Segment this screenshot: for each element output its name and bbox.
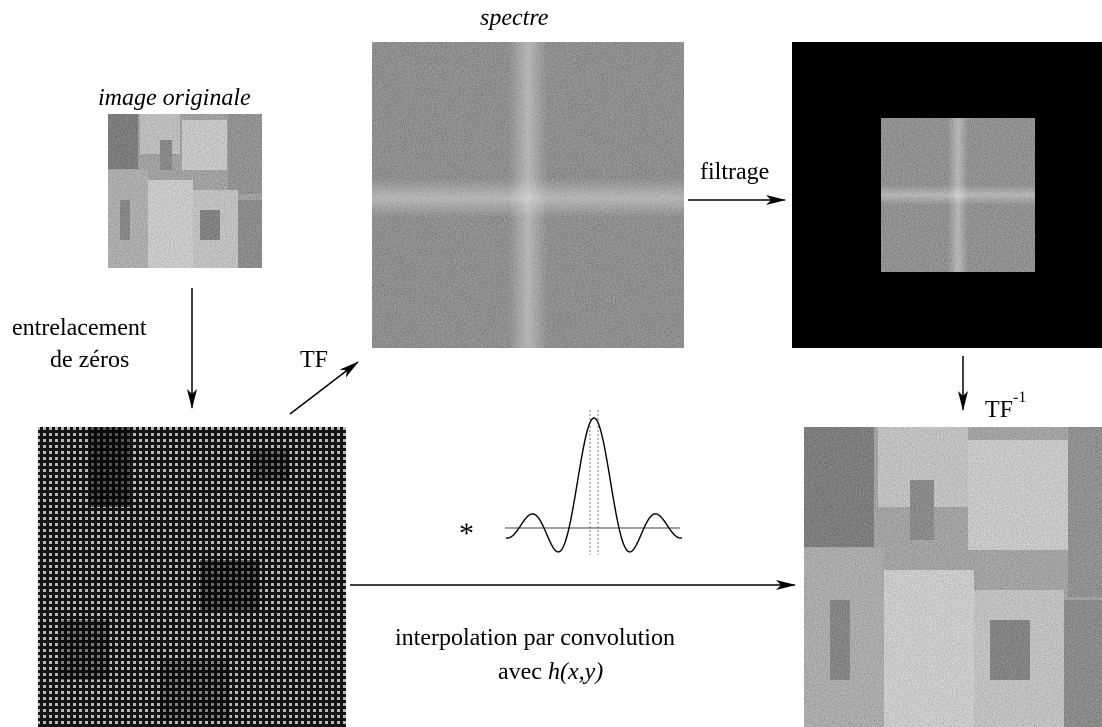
label-tf-inverse-base: TF	[985, 397, 1014, 423]
sinc-kernel-icon	[505, 410, 683, 555]
label-tf-inverse: TF-1	[985, 389, 1027, 424]
interpolated-city-image	[804, 427, 1102, 727]
label-interpolation-avec: avec h(x,y)	[498, 658, 603, 686]
label-tf: TF	[300, 347, 329, 373]
arrow-tf	[289, 361, 359, 415]
filtered-spectrum-image	[792, 42, 1102, 348]
label-filtrage: filtrage	[700, 159, 770, 185]
label-de-zeros: de zéros	[50, 347, 130, 373]
label-spectre: spectre	[480, 5, 549, 31]
label-image-originale: image originale	[98, 85, 251, 111]
label-interpolation: interpolation par convolution	[395, 625, 675, 651]
label-tf-inverse-exp: -1	[1013, 389, 1027, 406]
zero-interlaced-image	[38, 427, 346, 727]
label-h-formula: h(x,y)	[547, 659, 604, 685]
label-entrelacement: entrelacement	[12, 315, 147, 341]
label-convolution-symbol: *	[459, 517, 474, 550]
original-city-image	[108, 114, 262, 268]
spectrum-image	[372, 42, 684, 348]
label-avec: avec	[498, 659, 542, 685]
